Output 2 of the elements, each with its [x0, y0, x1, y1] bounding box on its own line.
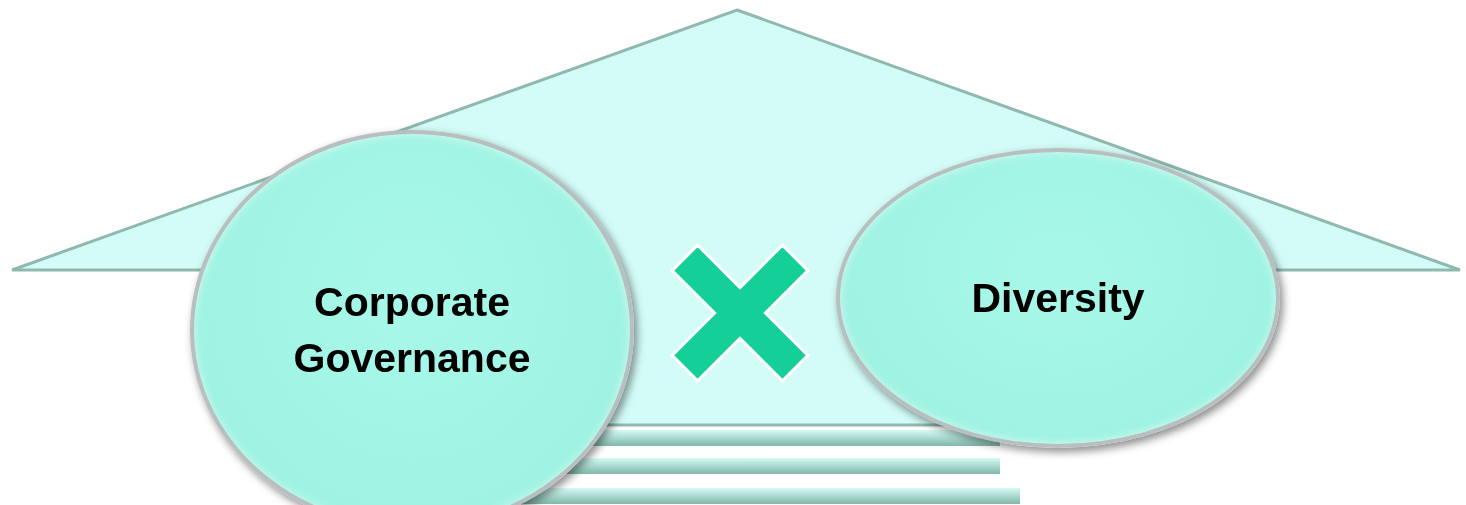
node-label: Diversity — [970, 274, 1146, 323]
node-label: Corporate Governance — [292, 278, 532, 383]
